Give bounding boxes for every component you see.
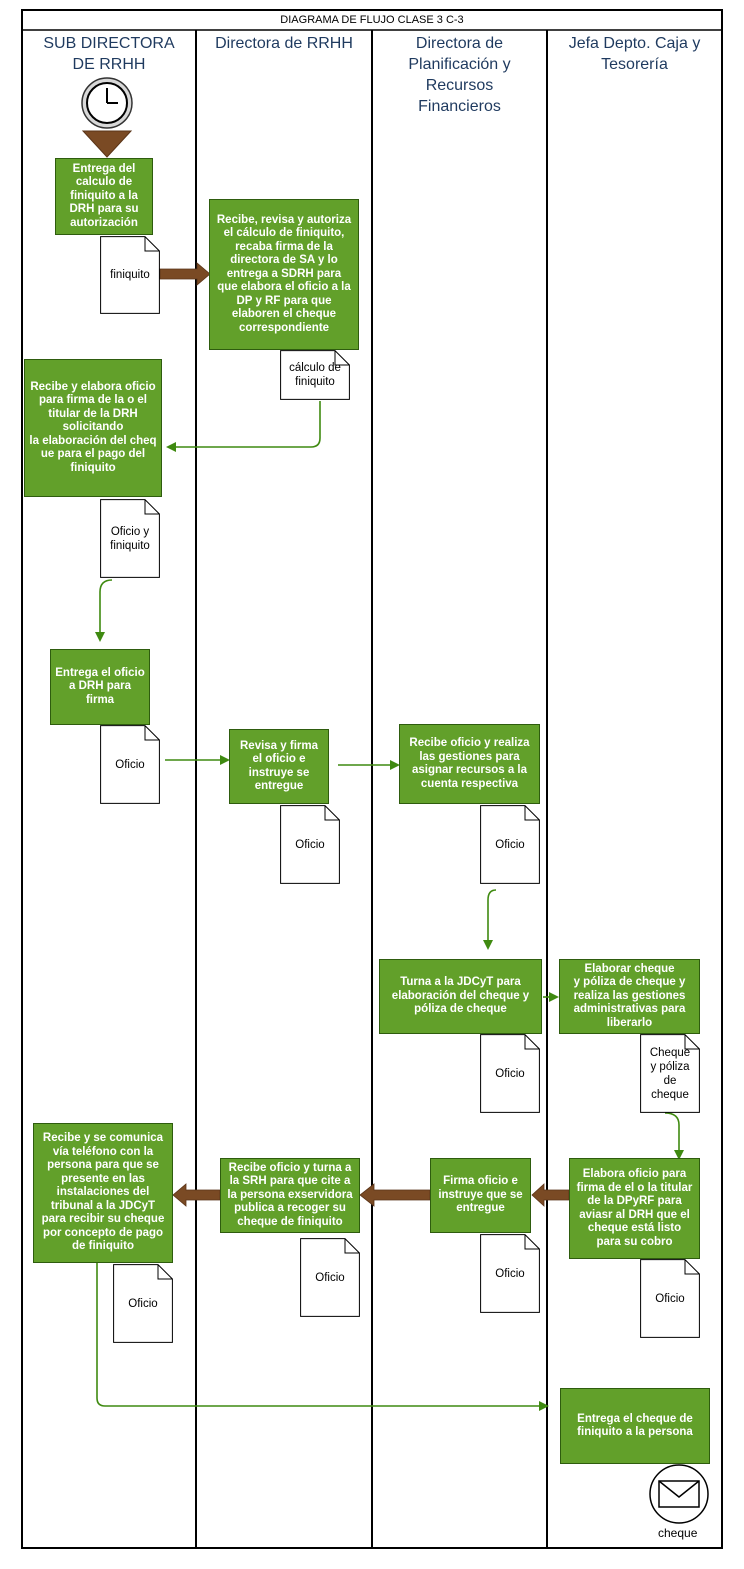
document-shape (300, 1238, 360, 1317)
block-arrow-2 (531, 1183, 570, 1207)
document-label: Oficio (315, 1271, 345, 1284)
connector-2 (95, 579, 113, 642)
start-down-arrow (81, 130, 133, 158)
lane-title-1: SUB DIRECTORA DE RRHH (43, 35, 175, 73)
block-arrow-1 (159, 262, 211, 286)
document-shape (280, 805, 340, 884)
step-4: Entrega el oficio a DRH para firma (50, 649, 150, 725)
step-8: Elaborar cheque y póliza de cheque y rea… (559, 959, 700, 1034)
document-shape (480, 1034, 540, 1113)
document-8: Cheque y póliza de cheque (640, 1034, 700, 1113)
document-5: Oficio (280, 805, 340, 884)
clock-icon (81, 77, 133, 129)
document-label: Oficio (495, 838, 525, 851)
end-node (649, 1464, 709, 1524)
document-9: Oficio (640, 1259, 700, 1338)
document-2: cálculo de finiquito (280, 350, 350, 400)
document-shape (100, 236, 160, 314)
document-3: Oficio y finiquito (100, 499, 160, 578)
step-12: Recibe y se comunica vía teléfono con la… (33, 1123, 173, 1263)
document-shape (480, 1234, 540, 1313)
envelope-icon (658, 1480, 700, 1508)
document-shape (640, 1259, 700, 1338)
document-label: Oficio (128, 1297, 158, 1310)
document-label: Oficio (495, 1067, 525, 1080)
document-label: Oficio (495, 1267, 525, 1280)
document-7: Oficio (480, 1034, 540, 1113)
document-shape (480, 805, 540, 884)
document-label: Oficio (655, 1292, 685, 1305)
document-1: finiquito (100, 236, 160, 314)
document-shape (100, 725, 160, 804)
connector-7 (664, 1112, 684, 1160)
block-arrow-4 (172, 1183, 221, 1207)
connector-5 (483, 889, 497, 950)
document-shape (640, 1034, 700, 1113)
lane-title-2: Directora de RRHH (215, 35, 353, 52)
document-label: Cheque y póliza de cheque (649, 1046, 691, 1101)
lane-title-3: Directora de Planificación y Recursos Fi… (408, 35, 511, 115)
document-11: Oficio (300, 1238, 360, 1317)
document-6: Oficio (480, 805, 540, 884)
document-label: Oficio y finiquito (110, 525, 150, 552)
document-shape (113, 1264, 173, 1343)
lane-title-4: Jefa Depto. Caja y Tesorería (568, 35, 701, 73)
step-7: Turna a la JDCyT para elaboración del ch… (379, 959, 542, 1034)
diagram-title: DIAGRAMA DE FLUJO CLASE 3 C-3 (280, 14, 464, 26)
document-shape (280, 350, 350, 400)
connector-1 (166, 401, 321, 452)
document-10: Oficio (480, 1234, 540, 1313)
step-6: Recibe oficio y realiza las gestiones pa… (399, 724, 540, 804)
connector-8 (96, 1263, 549, 1411)
document-label: Oficio (295, 838, 325, 851)
step-2: Recibe, revisa y autoriza el cálculo de … (209, 199, 359, 350)
document-label: Oficio (115, 758, 145, 771)
step-1: Entrega del calculo de finiquito a la DR… (55, 158, 153, 235)
step-13: Entrega el cheque de finiquito a la pers… (560, 1388, 710, 1464)
step-11: Recibe oficio y turna a la SRH para que … (220, 1158, 360, 1233)
document-label: cálculo de finiquito (289, 362, 341, 388)
document-4: Oficio (100, 725, 160, 804)
block-arrow-3 (359, 1183, 431, 1207)
document-label: finiquito (110, 269, 150, 281)
step-5: Revisa y firma el oficio e instruye se e… (229, 729, 329, 804)
step-10: Firma oficio e instruye que se entregue (430, 1158, 531, 1233)
start-node (81, 77, 133, 158)
document-shape (100, 499, 160, 578)
end-label: cheque (658, 1526, 698, 1540)
document-12: Oficio (113, 1264, 173, 1343)
step-3: Recibe y elabora oficio para firma de la… (24, 359, 162, 497)
step-9: Elabora oficio para firma de el o la tit… (569, 1158, 700, 1259)
